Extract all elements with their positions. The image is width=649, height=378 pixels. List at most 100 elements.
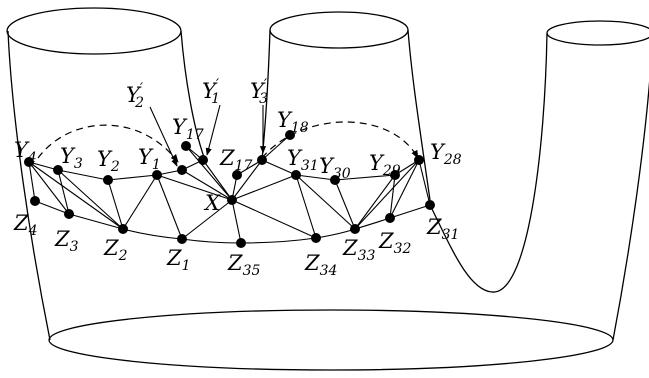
vertex-y28 — [414, 155, 424, 165]
label-y31: Y31 — [287, 146, 319, 174]
vertex-z32 — [385, 213, 395, 223]
vertex-z17 — [232, 170, 242, 180]
graph-vertices — [24, 130, 435, 248]
edge-y1-x — [156, 174, 233, 201]
edge-y29-z32 — [389, 174, 396, 219]
edge-y4-z4 — [28, 161, 36, 202]
edge-y3p-y31 — [261, 159, 297, 176]
edge-y31-z33 — [295, 174, 356, 230]
edge-y3-z2 — [57, 169, 124, 230]
vertex-z2 — [118, 224, 128, 234]
vertex-labels: X Y4 Y3 Y2 Y1 Y17 Y18 Y31 Y30 Y29 Y28 Y′… — [13, 77, 462, 279]
edge-x-z34 — [231, 199, 317, 239]
u-bend — [429, 32, 548, 293]
label-z31: Z31 — [426, 215, 459, 243]
arrow-y1prime — [205, 104, 221, 156]
edge-y2-z2 — [107, 179, 124, 230]
middle-tube-rim — [269, 11, 409, 49]
label-y28: Y28 — [430, 140, 462, 168]
vertex-z35 — [236, 238, 246, 248]
vertex-y4 — [24, 157, 34, 167]
vertex-z4 — [30, 196, 40, 206]
label-y2-prime: Y′2 — [126, 81, 144, 111]
vertex-z1 — [177, 234, 187, 244]
edge-y3p-y18 — [261, 134, 291, 161]
edge-x-z1 — [181, 199, 233, 240]
label-z35: Z35 — [227, 251, 261, 279]
vertex-z33 — [350, 224, 360, 234]
left-outer-wall — [7, 30, 51, 341]
edge-z3-z2 — [68, 213, 124, 230]
vertex-y3 — [53, 165, 63, 175]
vertex-y2 — [103, 175, 113, 185]
vertex-y29 — [390, 170, 400, 180]
vertex-x — [227, 195, 237, 205]
edge-y30-z33 — [334, 179, 356, 230]
label-y3-prime: Y′3 — [250, 77, 268, 107]
edge-z4-z3 — [34, 200, 70, 215]
label-z2: Z2 — [103, 236, 128, 264]
dashed-arcs — [37, 121, 419, 163]
label-y18: Y18 — [277, 108, 309, 136]
label-z3: Z3 — [54, 227, 79, 255]
edge-x-y31 — [231, 174, 297, 201]
label-y17: Y17 — [172, 115, 204, 143]
middle-right-wall — [407, 29, 431, 201]
right-outer-wall — [612, 81, 649, 341]
edge-y1-z2 — [122, 174, 158, 230]
edge-y4-y3 — [28, 161, 59, 171]
edge-y28-z31 — [418, 159, 431, 206]
label-arrows — [149, 104, 267, 167]
edge-y3-z3 — [57, 169, 70, 215]
edge-y4-z3 — [28, 161, 70, 215]
label-y1: Y1 — [138, 145, 161, 173]
vertex-z3 — [64, 209, 74, 219]
vertex-y1 — [152, 170, 162, 180]
edge-y1p-x — [202, 159, 233, 201]
vertex-y2p — [177, 165, 187, 175]
vertex-y17 — [181, 141, 191, 151]
label-z4: Z4 — [13, 211, 38, 239]
vertex-z34 — [311, 233, 321, 243]
label-z34: Z34 — [304, 251, 337, 279]
base-rim — [48, 309, 614, 371]
edge-y17-x — [185, 145, 233, 201]
left-tube-rim — [6, 7, 182, 55]
vertex-y31 — [291, 170, 301, 180]
label-z33: Z33 — [342, 236, 376, 264]
label-z17: Z17 — [219, 146, 253, 174]
label-x: X — [203, 191, 221, 215]
label-y1-prime: Y′1 — [202, 77, 220, 107]
label-y3: Y3 — [60, 144, 83, 172]
label-y30: Y30 — [319, 154, 351, 182]
edge-y4-z2 — [28, 161, 124, 230]
edge-x-y3p — [231, 159, 263, 201]
edge-y3-y2 — [57, 169, 109, 181]
label-y2: Y2 — [97, 147, 120, 175]
right-tube-rim — [546, 20, 649, 46]
edge-y28-z33 — [354, 159, 420, 230]
label-z1: Z1 — [166, 246, 191, 274]
edge-y31-y30 — [295, 174, 336, 181]
edge-y2-y1 — [107, 174, 158, 181]
edge-y2p-x — [181, 169, 233, 201]
dashed-arc-right — [261, 121, 419, 159]
edge-y31-z34 — [295, 174, 317, 239]
edge-y28-z32 — [389, 159, 420, 219]
edge-y30-y29 — [334, 174, 396, 181]
vertex-y18 — [285, 130, 295, 140]
surface-outline — [6, 7, 649, 371]
dashed-arc-left — [37, 124, 179, 163]
label-y4: Y4 — [14, 138, 37, 166]
edge-z31-z32 — [389, 204, 431, 219]
vertex-y30 — [330, 175, 340, 185]
vertex-y3p — [257, 155, 267, 165]
label-y29: Y29 — [369, 151, 401, 179]
arrow-y2prime — [149, 106, 178, 167]
edge-y1-z1 — [156, 174, 183, 240]
label-z32: Z32 — [378, 229, 412, 257]
edge-y29-z33 — [354, 174, 396, 230]
vertex-y1p — [198, 155, 208, 165]
